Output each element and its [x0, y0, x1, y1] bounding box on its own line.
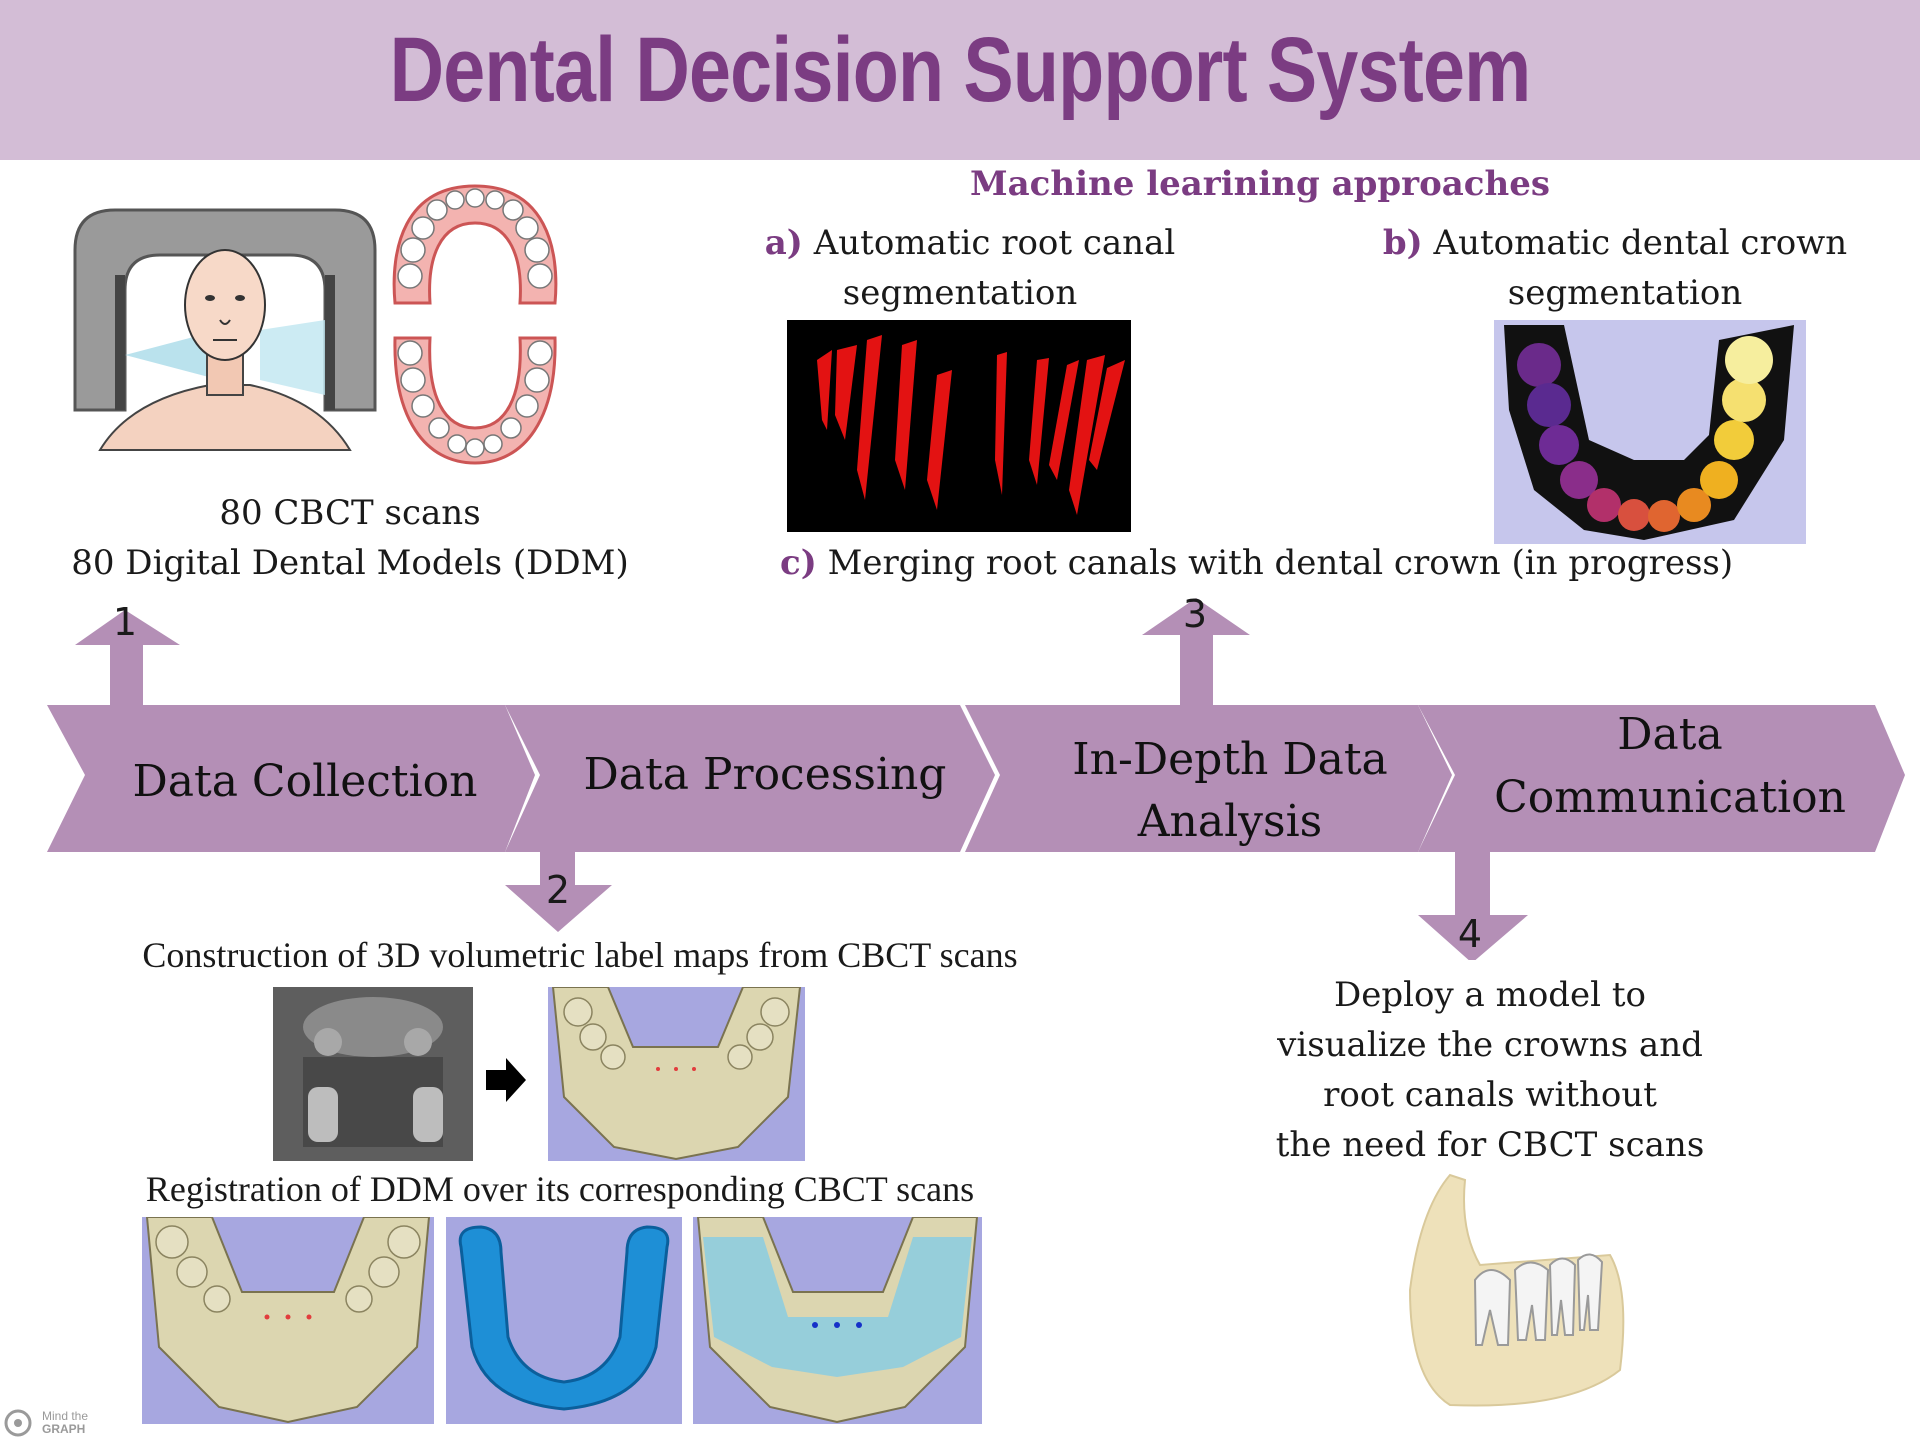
- ml-b-letter: b): [1382, 223, 1423, 263]
- step-1-arrow: [75, 610, 180, 710]
- registration-overlay-image: [693, 1217, 982, 1424]
- step-data-processing-chevron: [505, 705, 995, 852]
- step-communication-chevron: [1418, 705, 1905, 852]
- dental-arch-illustration: [392, 184, 558, 465]
- ml-b-text-line2: segmentation: [1507, 273, 1743, 313]
- processing-caption-registration: Registration of DDM over its correspondi…: [145, 1169, 975, 1209]
- step-communication-label-line1: Data: [1617, 709, 1723, 760]
- header-bar: [0, 0, 1920, 160]
- ml-a-letter: a): [764, 223, 803, 263]
- ml-c-text: Merging root canals with dental crown (i…: [827, 543, 1734, 583]
- ml-b-text-line1: Automatic dental crown: [1433, 223, 1848, 263]
- ml-approaches-title: Machine learining approaches: [970, 164, 1550, 204]
- step-2-number: 2: [545, 868, 571, 912]
- process-flow: [47, 598, 1905, 960]
- step-2-arrow: [505, 852, 612, 932]
- collection-cbct-count: 80 CBCT scans: [219, 493, 481, 533]
- footer-logo-text: Mind the GRAPH: [42, 1410, 88, 1436]
- step-3-arrow: [1142, 598, 1250, 710]
- label-map-jaw-image: [548, 987, 805, 1161]
- collection-ddm-count: 80 Digital Dental Models (DDM): [71, 543, 629, 583]
- ml-b-label: b) Automatic dental crown: [1355, 218, 1875, 268]
- ml-a-text-line2: segmentation: [842, 273, 1078, 313]
- registration-dental-model-image: [446, 1217, 682, 1424]
- step-analysis-label-line1: In-Depth Data: [1072, 734, 1388, 785]
- registration-ddm-image: [142, 1217, 434, 1424]
- communication-line-1: Deploy a model to: [1334, 975, 1646, 1015]
- step-analysis-label-line2: Analysis: [1137, 796, 1323, 847]
- root-canal-segmentation-image: [787, 320, 1131, 532]
- step-data-collection-label: Data Collection: [132, 756, 478, 807]
- page-title: Dental Decision Support System: [389, 19, 1532, 121]
- right-arrow-icon: [486, 1058, 526, 1102]
- mind-the-graph-logo-icon: [4, 1409, 32, 1437]
- step-3-number: 3: [1182, 592, 1208, 636]
- footer-logo-line2: GRAPH: [42, 1422, 86, 1436]
- step-data-collection-chevron: [47, 705, 535, 852]
- footer-logo-line1: Mind the: [42, 1409, 89, 1423]
- cbct-scanner-illustration: [73, 208, 377, 451]
- step-analysis-chevron: [965, 705, 1452, 852]
- ml-a-label: a) Automatic root canal: [720, 218, 1220, 268]
- step-4-arrow: [1418, 852, 1528, 960]
- ml-a-text-line1: Automatic root canal: [813, 223, 1176, 263]
- communication-line-3: root canals without: [1323, 1075, 1657, 1115]
- jaw-with-teeth-3d-image: [1408, 1173, 1625, 1407]
- step-communication-label-line2: Communication: [1494, 772, 1846, 823]
- step-data-processing-label: Data Processing: [583, 749, 947, 800]
- communication-line-4: the need for CBCT scans: [1275, 1125, 1705, 1165]
- cbct-slice-image: [273, 987, 473, 1161]
- ml-c-letter: c): [780, 543, 817, 583]
- ml-c-label: c) Merging root canals with dental crown…: [780, 538, 1820, 588]
- communication-line-2: visualize the crowns and: [1277, 1025, 1703, 1065]
- step-4-number: 4: [1457, 912, 1483, 956]
- step-1-number: 1: [112, 600, 138, 644]
- dental-crown-segmentation-image: [1494, 320, 1806, 544]
- processing-caption-construction: Construction of 3D volumetric label maps…: [142, 935, 1018, 975]
